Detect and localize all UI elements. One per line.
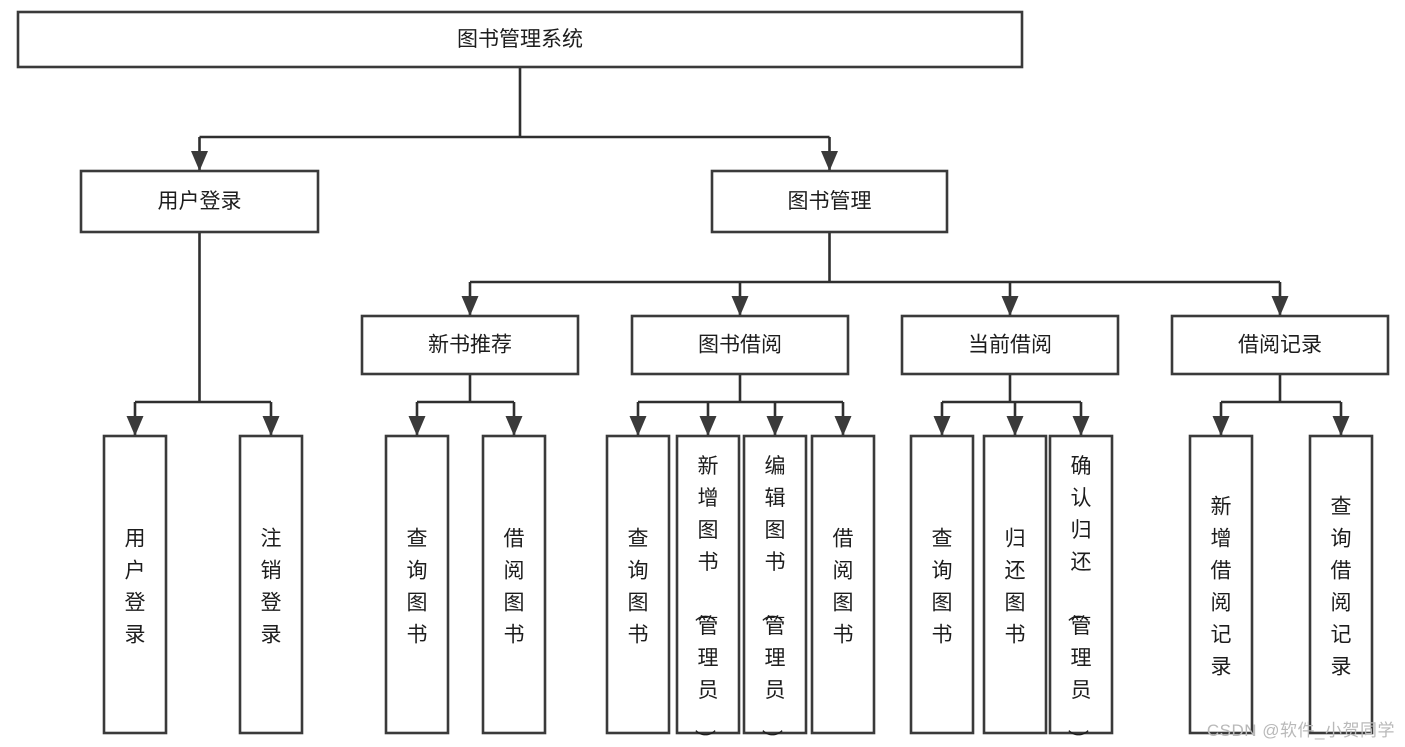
node-box-current-borrow[interactable] <box>900 314 1120 376</box>
node-leaf-add-record[interactable]: 新增借阅记录 <box>1188 434 1254 735</box>
node-box-leaf-cur-query-book[interactable] <box>909 434 975 735</box>
node-root[interactable]: 图书管理系统 <box>16 10 1024 69</box>
node-box-root[interactable] <box>16 10 1024 69</box>
node-label-borrow-record: 借阅记录 <box>1238 334 1322 357</box>
node-box-book-borrow[interactable] <box>630 314 850 376</box>
node-label-book-manage: 图书管理 <box>788 190 872 213</box>
node-label-leaf-borrow-query-book: 查询图书 <box>628 527 649 646</box>
node-label-leaf-logout: 注销登录 <box>261 527 282 646</box>
node-label-leaf-cur-query-book: 查询图书 <box>932 527 953 646</box>
node-label-user-login: 用户登录 <box>158 190 242 213</box>
edge-group-user-login <box>126 232 280 436</box>
node-leaf-query-record[interactable]: 查询借阅记录 <box>1308 434 1374 735</box>
node-leaf-cur-query-book[interactable]: 查询图书 <box>909 434 975 735</box>
node-label-current-borrow: 当前借阅 <box>968 334 1052 357</box>
node-label-root: 图书管理系统 <box>457 28 583 51</box>
node-label-new-book-rec: 新书推荐 <box>428 334 512 357</box>
node-leaf-logout[interactable]: 注销登录 <box>238 434 304 735</box>
node-box-leaf-logout[interactable] <box>238 434 304 735</box>
node-label-leaf-rec-query-book: 查询图书 <box>407 527 428 646</box>
node-label-leaf-user-login: 用户登录 <box>125 527 146 646</box>
node-label-leaf-edit-book: 编辑图书（管理员） <box>760 455 786 747</box>
node-leaf-borrow-query-book[interactable]: 查询图书 <box>605 434 671 735</box>
node-box-leaf-query-record[interactable] <box>1308 434 1374 735</box>
watermark-label: CSDN @软件_小贺同学 <box>1206 721 1395 740</box>
edge-group-borrow-record <box>1212 374 1350 436</box>
node-box-borrow-record[interactable] <box>1170 314 1390 376</box>
node-box-leaf-edit-book[interactable] <box>742 434 808 735</box>
node-label-leaf-add-book: 新增图书（管理员） <box>693 455 719 747</box>
node-label-leaf-add-record: 新增借阅记录 <box>1211 495 1232 678</box>
node-leaf-borrow-book[interactable]: 借阅图书 <box>810 434 876 735</box>
node-borrow-record[interactable]: 借阅记录 <box>1170 314 1390 376</box>
node-box-leaf-borrow-query-book[interactable] <box>605 434 671 735</box>
node-label-leaf-borrow-book: 借阅图书 <box>833 527 854 646</box>
node-box-leaf-rec-borrow-book[interactable] <box>481 434 547 735</box>
edge-group-current-borrow <box>933 374 1090 436</box>
node-label-leaf-rec-borrow-book: 借阅图书 <box>504 527 525 646</box>
node-leaf-rec-borrow-book[interactable]: 借阅图书 <box>481 434 547 735</box>
node-leaf-edit-book[interactable]: 编辑图书（管理员） <box>742 434 808 747</box>
node-label-leaf-query-record: 查询借阅记录 <box>1331 495 1352 678</box>
node-label-leaf-return-book: 归还图书 <box>1005 527 1026 646</box>
node-box-leaf-user-login[interactable] <box>102 434 168 735</box>
node-leaf-confirm-return[interactable]: 确认归还（管理员） <box>1048 434 1114 747</box>
node-leaf-return-book[interactable]: 归还图书 <box>982 434 1048 735</box>
node-box-leaf-add-record[interactable] <box>1188 434 1254 735</box>
edge-group-book-borrow <box>629 374 852 436</box>
edge-group-new-book-rec <box>408 374 523 436</box>
node-box-book-manage[interactable] <box>710 169 949 234</box>
node-box-leaf-rec-query-book[interactable] <box>384 434 450 735</box>
node-leaf-rec-query-book[interactable]: 查询图书 <box>384 434 450 735</box>
node-label-book-borrow: 图书借阅 <box>698 334 782 357</box>
edge-group-book-manage <box>461 232 1289 316</box>
node-box-new-book-rec[interactable] <box>360 314 580 376</box>
node-new-book-rec[interactable]: 新书推荐 <box>360 314 580 376</box>
node-leaf-user-login[interactable]: 用户登录 <box>102 434 168 735</box>
node-box-leaf-borrow-book[interactable] <box>810 434 876 735</box>
node-user-login[interactable]: 用户登录 <box>79 169 320 234</box>
edge-group-root <box>191 67 838 171</box>
edges-layer <box>126 67 1350 436</box>
node-book-borrow[interactable]: 图书借阅 <box>630 314 850 376</box>
node-box-leaf-confirm-return[interactable] <box>1048 434 1114 735</box>
node-current-borrow[interactable]: 当前借阅 <box>900 314 1120 376</box>
node-book-manage[interactable]: 图书管理 <box>710 169 949 234</box>
node-label-leaf-confirm-return: 确认归还（管理员） <box>1066 455 1092 747</box>
node-box-leaf-return-book[interactable] <box>982 434 1048 735</box>
node-leaf-add-book[interactable]: 新增图书（管理员） <box>675 434 741 747</box>
node-box-user-login[interactable] <box>79 169 320 234</box>
nodes-layer: 图书管理系统用户登录图书管理新书推荐图书借阅当前借阅借阅记录用户登录注销登录查询… <box>16 10 1390 747</box>
node-box-leaf-add-book[interactable] <box>675 434 741 735</box>
